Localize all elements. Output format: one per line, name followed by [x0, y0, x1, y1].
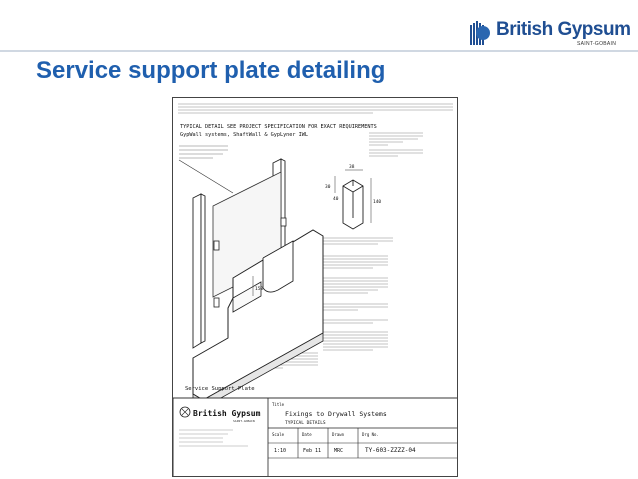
dimension-lines: [334, 169, 372, 223]
brand-name: British Gypsum: [496, 19, 631, 40]
title-block-brand: British Gypsum: [193, 408, 261, 418]
british-gypsum-logo: British Gypsum SAINT-GOBAIN: [470, 15, 631, 49]
plate-dimension: 150: [255, 286, 263, 292]
date-value: Feb 11: [303, 448, 321, 454]
title-block: [173, 397, 457, 476]
title-sub: TYPICAL DETAILS: [285, 420, 326, 426]
title-block-logo: [179, 406, 248, 447]
drawing-header-line2: GypWall systems, ShaftWall & GypLyner IW…: [180, 132, 308, 138]
drawing-header-line1: TYPICAL DETAIL SEE PROJECT SPECIFICATION…: [180, 124, 377, 130]
dim-c: 40: [333, 196, 339, 202]
drawn-value: MRC: [334, 448, 343, 454]
col-drawn: Drawn: [332, 432, 345, 437]
drawing-notes: [178, 103, 453, 114]
col-drg: Drg No.: [362, 432, 379, 437]
col-date: Date: [302, 432, 312, 437]
dim-d: 140: [373, 199, 381, 205]
scale-value: 1:10: [274, 448, 286, 454]
header-divider: [0, 50, 638, 52]
drawing-canvas: TYPICAL DETAIL SEE PROJECT SPECIFICATION…: [173, 103, 457, 476]
dim-b: 38: [349, 164, 355, 170]
technical-drawing-sheet: TYPICAL DETAIL SEE PROJECT SPECIFICATION…: [172, 97, 458, 477]
left-annotation: [179, 145, 228, 159]
dim-a: 30: [325, 184, 331, 190]
stud-fixings: [213, 217, 287, 308]
title-main: Fixings to Drywall Systems: [285, 410, 387, 418]
title-label: Title: [272, 402, 285, 407]
brand-parent: SAINT-GOBAIN: [577, 41, 617, 47]
page-title: Service support plate detailing: [36, 57, 386, 84]
col-scale: Scale: [272, 432, 285, 437]
globe-icon: [476, 26, 490, 40]
drawing-caption: Service Support Plate: [185, 386, 255, 392]
channel-profile-detail: [342, 179, 364, 230]
title-block-brand-parent: SAINT-GOBAIN: [233, 419, 255, 423]
drg-no-value: TY-603-ZZZZ-04: [365, 447, 416, 454]
service-support-plate: [262, 240, 294, 293]
